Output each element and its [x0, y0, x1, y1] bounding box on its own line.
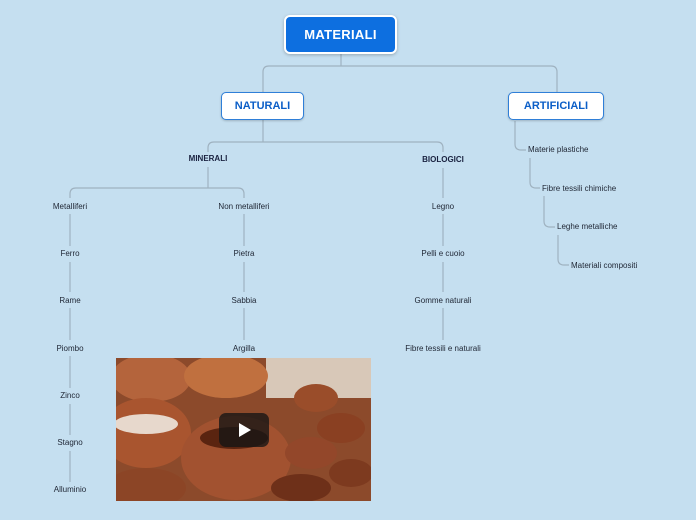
topic-artificiali-label: ARTIFICIALI [523, 100, 589, 112]
leaf-fibre-tessili-e-naturali[interactable]: Fibre tessili e naturali [405, 344, 481, 353]
video-thumbnail[interactable] [116, 358, 371, 501]
leaf-piombo[interactable]: Piombo [56, 344, 84, 353]
play-button[interactable] [219, 413, 269, 447]
leaf-leghe-metalliche[interactable]: Leghe metalliche [557, 222, 618, 231]
leaf-pelli-e-cuoio[interactable]: Pelli e cuoio [421, 249, 465, 258]
leaf-sabbia[interactable]: Sabbia [231, 296, 257, 305]
leaf-argilla[interactable]: Argilla [232, 344, 256, 353]
topic-artificiali[interactable]: ARTIFICIALI [508, 92, 604, 120]
leaf-zinco[interactable]: Zinco [60, 391, 80, 400]
root-topic-label: MATERIALI [304, 27, 377, 42]
leaf-materiali-compositi[interactable]: Materiali compositi [571, 261, 638, 270]
subtopic-minerali[interactable]: MINERALI [188, 154, 228, 163]
leaf-pietra[interactable]: Pietra [233, 249, 255, 258]
play-icon [239, 423, 251, 437]
subtopic-biologici[interactable]: BIOLOGICI [422, 155, 464, 164]
root-topic-materiali[interactable]: MATERIALI [284, 15, 397, 54]
leaf-gomme-naturali[interactable]: Gomme naturali [414, 296, 472, 305]
topic-naturali-label: NATURALI [234, 100, 291, 112]
subtopic-non-metalliferi[interactable]: Non metalliferi [218, 202, 270, 211]
leaf-materie-plastiche[interactable]: Materie plastiche [528, 145, 589, 154]
subtopic-metalliferi[interactable]: Metalliferi [52, 202, 88, 211]
leaf-alluminio[interactable]: Alluminio [53, 485, 87, 494]
topic-naturali[interactable]: NATURALI [221, 92, 304, 120]
leaf-ferro[interactable]: Ferro [60, 249, 80, 258]
leaf-legno[interactable]: Legno [431, 202, 455, 211]
leaf-fibre-tessili-chimiche[interactable]: Fibre tessili chimiche [542, 184, 617, 193]
leaf-rame[interactable]: Rame [59, 296, 81, 305]
leaf-stagno[interactable]: Stagno [57, 438, 83, 447]
